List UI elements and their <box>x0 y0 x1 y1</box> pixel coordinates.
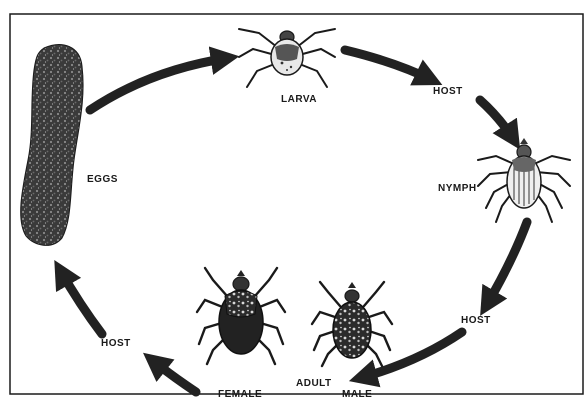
arrow-host-to-eggs <box>60 270 102 334</box>
label-host-larva: HOST <box>433 86 463 97</box>
male-tick-illustration <box>312 282 392 366</box>
label-larva: LARVA <box>281 94 317 105</box>
arrow-eggs-to-larva <box>90 58 228 110</box>
larva-illustration <box>239 29 335 87</box>
label-host-eggs: HOST <box>101 338 131 349</box>
label-nymph: NYMPH <box>438 183 477 194</box>
arrow-larva-to-host <box>345 50 432 80</box>
female-tick-illustration <box>197 268 285 364</box>
label-adult: ADULT <box>296 378 332 389</box>
label-host-nymph: HOST <box>461 315 491 326</box>
label-female: FEMALE <box>218 389 262 397</box>
arrow-female-to-host <box>152 360 196 392</box>
label-eggs: EGGS <box>87 174 118 185</box>
arrow-nymph-to-host <box>486 222 527 306</box>
eggs-illustration <box>21 45 83 246</box>
arrow-host-to-nymph <box>480 100 514 140</box>
nymph-illustration <box>478 138 570 222</box>
label-male: MALE <box>342 389 372 397</box>
